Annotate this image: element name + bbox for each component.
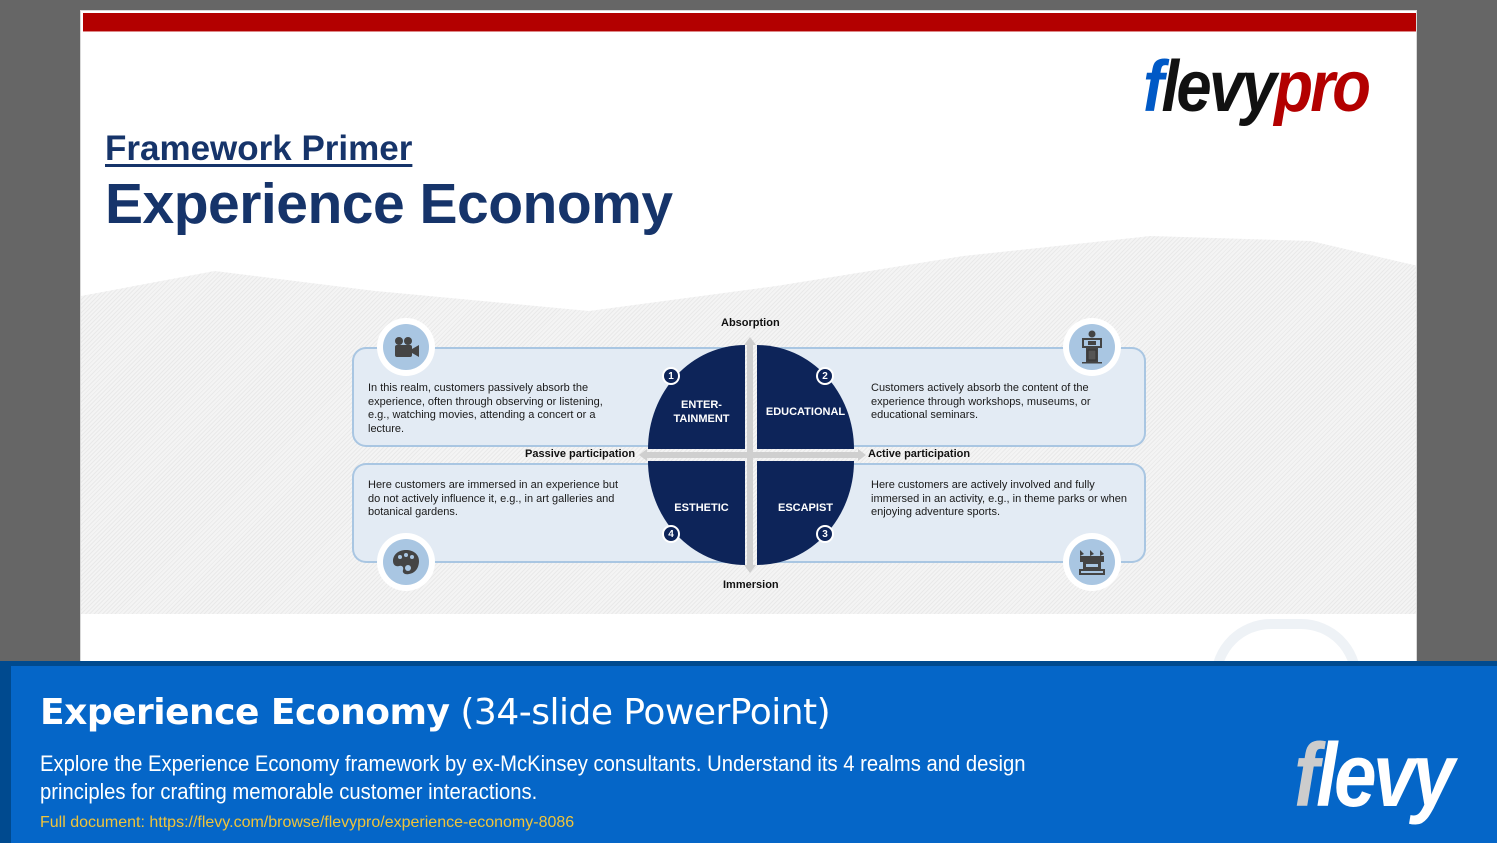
- realm-number-4: 4: [662, 525, 680, 543]
- realm-description-entertainment: In this realm, customers passively absor…: [368, 382, 603, 435]
- arrow-down-icon: [744, 565, 756, 573]
- slide-top-bar: [83, 13, 1416, 32]
- slide-kicker: Framework Primer: [105, 129, 413, 168]
- realm-description-esthetic: Here customers are immersed in an experi…: [368, 479, 619, 518]
- slide-title: Experience Economy: [105, 172, 673, 236]
- banner-description: Explore the Experience Economy framework…: [40, 751, 1026, 804]
- realm-description-escapist: Here customers are actively involved and…: [871, 479, 1127, 518]
- axis-label-immersion: Immersion: [723, 579, 779, 591]
- movie-camera-icon: [377, 318, 435, 376]
- flevy-logo: flevy: [1294, 726, 1455, 826]
- arrow-up-icon: [744, 337, 756, 345]
- banner-title: Experience Economy (34-slide PowerPoint): [40, 692, 831, 733]
- axis-label-absorption: Absorption: [721, 317, 780, 329]
- podium-speaker-icon: [1063, 318, 1121, 376]
- axis-label-active: Active participation: [868, 448, 971, 460]
- realm-number-3: 3: [816, 525, 834, 543]
- slide: flevypro Framework Primer Experience Eco…: [80, 10, 1417, 670]
- arrow-left-icon: [639, 449, 647, 461]
- castle-ride-icon: [1063, 533, 1121, 591]
- realm-number-1: 1: [662, 367, 680, 385]
- palette-icon: [377, 533, 435, 591]
- flevypro-logo: flevypro: [1143, 47, 1371, 127]
- realm-description-educational: Customers actively absorb the content of…: [871, 382, 1091, 421]
- arrow-right-icon: [858, 449, 866, 461]
- bottom-banner: Experience Economy (34-slide PowerPoint)…: [0, 661, 1497, 843]
- full-document-link[interactable]: Full document: https://flevy.com/browse/…: [40, 814, 575, 831]
- horizontal-axis: [646, 452, 858, 458]
- axis-label-passive: Passive participation: [525, 448, 636, 460]
- quadrant-entertainment: ENTER- TAINMENT: [648, 345, 745, 449]
- realm-number-2: 2: [816, 367, 834, 385]
